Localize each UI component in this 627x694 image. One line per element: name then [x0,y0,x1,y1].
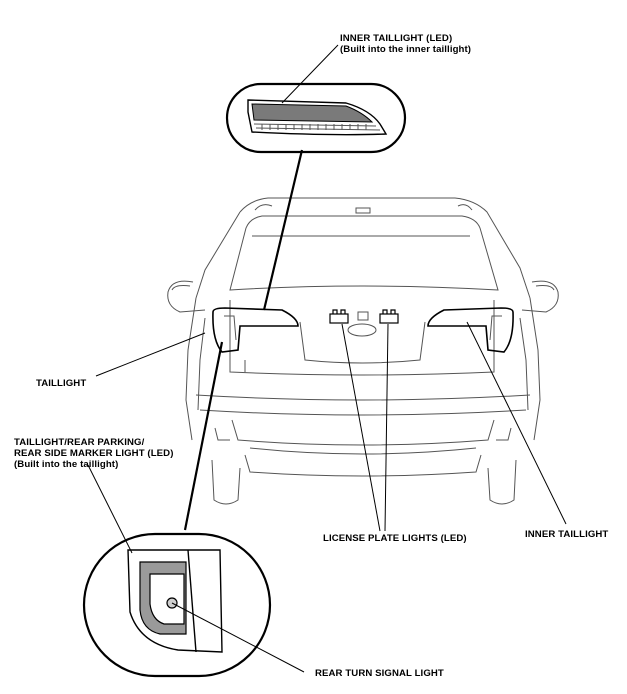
right-taillight [427,307,514,353]
taillight-rear-parking-label: TAILLIGHT/REAR PARKING/ REAR SIDE MARKER… [14,437,174,470]
license-plate-light-left [329,309,349,324]
vehicle-rear-view [167,197,559,505]
inner-taillight-callout [225,82,407,154]
license-plate-lights-label: LICENSE PLATE LIGHTS (LED) [323,533,467,544]
leader-lines [87,44,567,673]
taillight-callout [82,532,272,678]
rear-turn-signal-label: REAR TURN SIGNAL LIGHT [315,668,444,679]
license-plate-light-right [379,309,399,324]
taillight-label: TAILLIGHT [36,378,87,389]
inner-taillight-led-label: INNER TAILLIGHT (LED) (Built into the in… [340,33,472,55]
left-taillight [212,307,299,353]
inner-taillight-label: INNER TAILLIGHT [525,529,609,540]
